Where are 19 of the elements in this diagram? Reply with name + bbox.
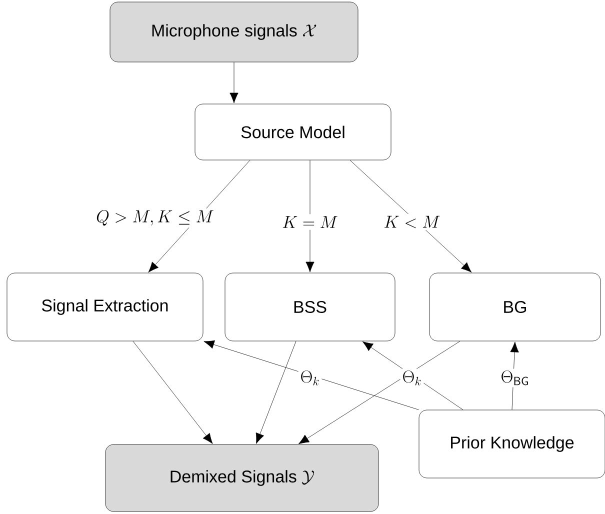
process-box: Demixed Signals $\mathcal{Y}$	[105, 444, 379, 512]
arrow	[132, 341, 213, 444]
edge-label: $K < M$	[382, 214, 442, 230]
arrow	[230, 62, 238, 104]
arrow	[256, 341, 296, 444]
edge-label: $K = M$	[280, 214, 340, 230]
arrow	[298, 341, 460, 444]
process-box: Microphone signals $\mathcal{X}$	[110, 2, 358, 62]
process-box: BSS	[224, 272, 396, 342]
arrow	[204, 340, 419, 410]
edge-label: $Q > M , K \leq M$	[94, 208, 216, 228]
process-box: Prior Knowledge	[418, 410, 605, 478]
edge-label: $\Theta_k$	[298, 368, 322, 388]
edge-label: $\Theta_k$	[400, 368, 424, 388]
process-box: Source Model	[194, 104, 392, 160]
arrow	[362, 341, 464, 410]
process-box: Signal Extraction	[6, 272, 204, 342]
process-box: BG	[429, 272, 601, 342]
edge-label: $\Theta_{\mathsf{BG}}$	[498, 368, 532, 388]
